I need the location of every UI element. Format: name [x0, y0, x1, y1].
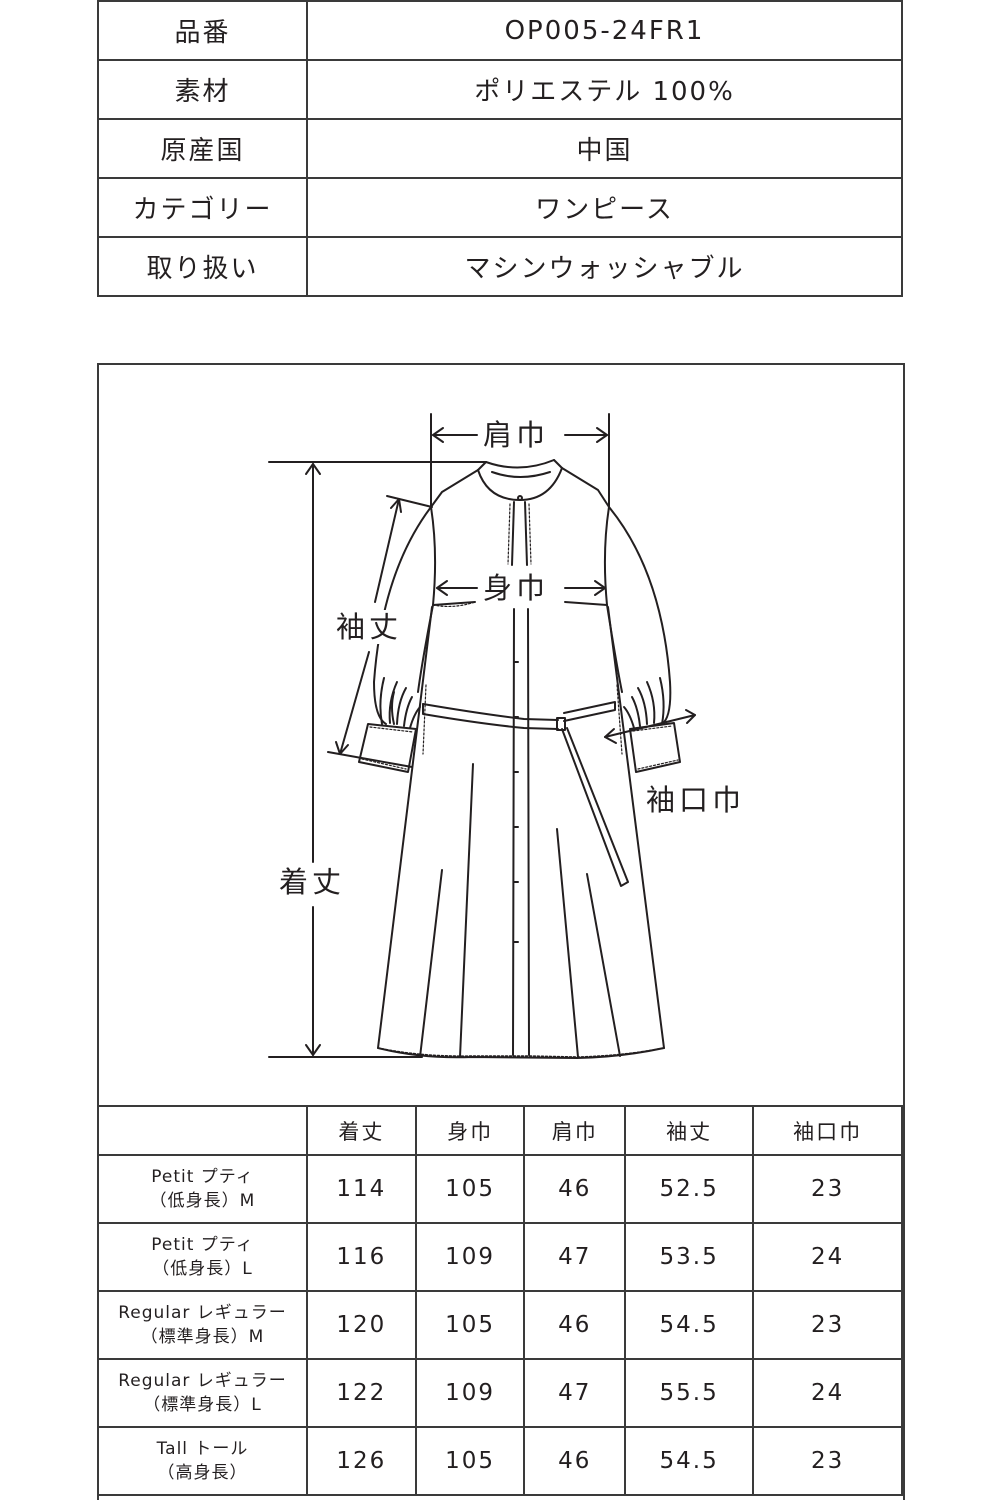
size-diagram-frame: 肩巾 身巾 袖丈 着丈 袖口巾: [97, 363, 905, 1500]
size-height-class: （標準身長）M: [140, 1327, 265, 1347]
spec-row-material: 素材 ポリエステル 100%: [97, 59, 903, 120]
dress-illustration-icon: [268, 413, 696, 1059]
cell-cuff-width: 24: [752, 1358, 903, 1428]
size-height-class: （標準身長）L: [143, 1395, 262, 1415]
size-name: Regular レギュラー: [118, 1371, 287, 1391]
size-label: Petit プティ （低身長）L: [97, 1222, 308, 1292]
size-name: Petit プティ: [151, 1235, 254, 1255]
cell-body-width: 105: [414, 1290, 526, 1360]
cell-total-length: 126: [306, 1426, 417, 1496]
size-height-class: （低身長）L: [152, 1259, 253, 1279]
spec-value: マシンウォッシャブル: [306, 236, 903, 297]
size-table-header: 着丈 身巾 肩巾 袖丈 袖口巾: [97, 1105, 903, 1156]
spec-key: カテゴリー: [97, 177, 308, 238]
table-row: Tall トール （高身長） 126 105 46 54.5 23: [97, 1426, 903, 1496]
dress-measurement-diagram: 肩巾 身巾 袖丈 着丈 袖口巾: [99, 365, 903, 1107]
cell-total-length: 114: [306, 1154, 417, 1224]
cell-body-width: 109: [414, 1222, 526, 1292]
product-spec-table: 品番 OP005-24FR1 素材 ポリエステル 100% 原産国 中国 カテゴ…: [97, 0, 903, 297]
size-height-class: （低身長）M: [149, 1191, 256, 1211]
size-chart-table: 着丈 身巾 肩巾 袖丈 袖口巾 Petit プティ （低身長）M 114 105 …: [97, 1105, 903, 1496]
size-label: Tall トール （高身長）: [97, 1426, 308, 1496]
spec-key: 品番: [97, 0, 308, 61]
cell-sleeve-length: 53.5: [624, 1222, 755, 1292]
spec-key: 素材: [97, 59, 308, 120]
label-sleeve-length: 袖丈: [332, 610, 407, 644]
size-label: Regular レギュラー （標準身長）L: [97, 1358, 308, 1428]
cell-total-length: 122: [306, 1358, 417, 1428]
cell-cuff-width: 23: [752, 1154, 903, 1224]
cell-shoulder-width: 46: [523, 1154, 627, 1224]
size-height-class: （高身長）: [157, 1463, 248, 1483]
cell-total-length: 120: [306, 1290, 417, 1360]
cell-cuff-width: 23: [752, 1426, 903, 1496]
cell-cuff-width: 24: [752, 1222, 903, 1292]
cell-shoulder-width: 46: [523, 1290, 627, 1360]
header-sleeve-length: 袖丈: [624, 1105, 755, 1156]
cell-body-width: 109: [414, 1358, 526, 1428]
cell-sleeve-length: 54.5: [624, 1290, 755, 1360]
size-label: Petit プティ （低身長）M: [97, 1154, 308, 1224]
table-row: Petit プティ （低身長）L 116 109 47 53.5 24: [97, 1222, 903, 1292]
spec-value: 中国: [306, 118, 903, 179]
spec-value: ポリエステル 100%: [306, 59, 903, 120]
spec-row-origin: 原産国 中国: [97, 118, 903, 179]
spec-key: 原産国: [97, 118, 308, 179]
spec-row-category: カテゴリー ワンピース: [97, 177, 903, 238]
cell-shoulder-width: 46: [523, 1426, 627, 1496]
table-row: Petit プティ （低身長）M 114 105 46 52.5 23: [97, 1154, 903, 1224]
cell-shoulder-width: 47: [523, 1222, 627, 1292]
cell-total-length: 116: [306, 1222, 417, 1292]
spec-value: ワンピース: [306, 177, 903, 238]
size-label: Regular レギュラー （標準身長）M: [97, 1290, 308, 1360]
size-name: Petit プティ: [151, 1167, 254, 1187]
cell-sleeve-length: 55.5: [624, 1358, 755, 1428]
cell-body-width: 105: [414, 1426, 526, 1496]
spec-row-care: 取り扱い マシンウォッシャブル: [97, 236, 903, 297]
header-shoulder-width: 肩巾: [523, 1105, 627, 1156]
size-name: Regular レギュラー: [118, 1303, 287, 1323]
spec-row-item-number: 品番 OP005-24FR1: [97, 0, 903, 61]
header-cuff-width: 袖口巾: [752, 1105, 903, 1156]
header-empty: [97, 1105, 308, 1156]
table-row: Regular レギュラー （標準身長）M 120 105 46 54.5 23: [97, 1290, 903, 1360]
label-body-width: 身巾: [479, 571, 554, 605]
spec-key: 取り扱い: [97, 236, 308, 297]
label-shoulder-width: 肩巾: [479, 418, 554, 452]
cell-sleeve-length: 52.5: [624, 1154, 755, 1224]
label-total-length: 着丈: [275, 865, 350, 899]
label-cuff-width: 袖口巾: [642, 783, 750, 817]
cell-sleeve-length: 54.5: [624, 1426, 755, 1496]
header-body-width: 身巾: [414, 1105, 526, 1156]
table-row: Regular レギュラー （標準身長）L 122 109 47 55.5 24: [97, 1358, 903, 1428]
size-name: Tall トール: [156, 1439, 249, 1459]
cell-shoulder-width: 47: [523, 1358, 627, 1428]
spec-value: OP005-24FR1: [306, 0, 903, 61]
cell-body-width: 105: [414, 1154, 526, 1224]
header-total-length: 着丈: [306, 1105, 417, 1156]
cell-cuff-width: 23: [752, 1290, 903, 1360]
